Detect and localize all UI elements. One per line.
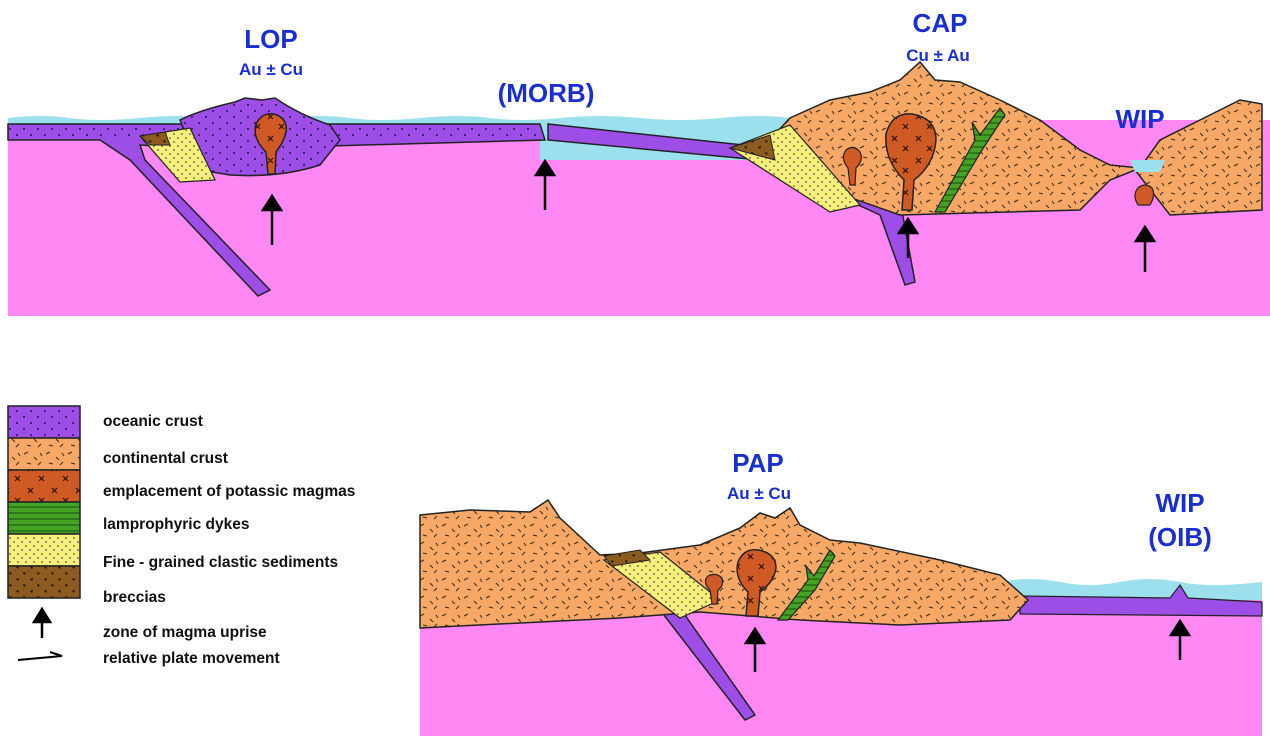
legend-label-oceanic: oceanic crust [103, 413, 203, 431]
legend-swatches [8, 406, 80, 660]
legend-label-uprise: zone of magma uprise [103, 624, 267, 642]
legend-label-potassic: emplacement of potassic magmas [103, 483, 355, 501]
legend-label-movement: relative plate movement [103, 650, 280, 668]
pap-label: PAP [718, 448, 798, 479]
legend-swatch-lamprophyric [8, 502, 80, 534]
lop-metals: Au ± Cu [224, 60, 318, 80]
cap-label: CAP [900, 8, 980, 39]
lop-label: LOP [240, 24, 302, 55]
wip-top-label: WIP [1100, 104, 1180, 135]
legend-label-lamprophyric: lamprophyric dykes [103, 516, 249, 534]
legend-half-arrow-icon [18, 652, 62, 660]
wip-top-magma [1135, 185, 1154, 205]
pap-metals: Au ± Cu [712, 484, 806, 504]
legend-arrow-icon [34, 609, 50, 638]
legend-label-continental: continental crust [103, 450, 228, 468]
morb-label: (MORB) [486, 78, 606, 109]
cap-metals: Cu ± Au [888, 46, 988, 66]
legend-swatch-breccias [8, 566, 80, 598]
oib-label: (OIB) [1130, 522, 1230, 553]
top-cross-section [8, 62, 1270, 316]
legend-label-breccias: breccias [103, 589, 166, 607]
wip-bottom-label: WIP [1140, 488, 1220, 519]
legend-label-sediments: Fine - grained clastic sediments [103, 554, 338, 572]
